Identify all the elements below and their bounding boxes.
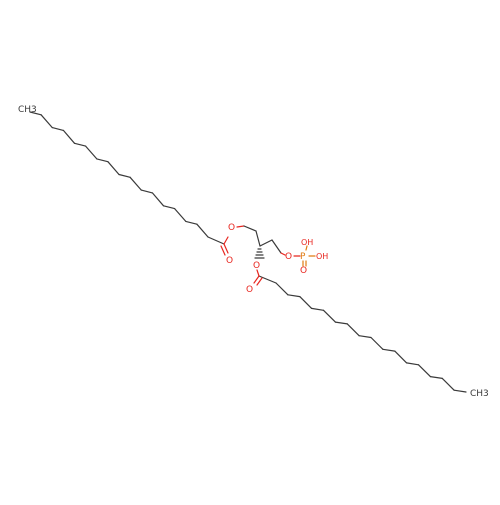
chain-bond — [287, 294, 301, 298]
ester2-ether-o-label: O — [253, 261, 260, 271]
bond-o1-ch2 — [236, 225, 245, 228]
chain-bond — [299, 296, 313, 309]
chain-bond — [29, 111, 42, 116]
glycerol-backbone — [207, 225, 316, 286]
chain-bond — [107, 161, 120, 176]
ester1-ether-o-label: O — [228, 223, 235, 233]
bond-carbonyl2-double-b — [256, 277, 263, 286]
bond-ch2-ch — [255, 230, 261, 247]
chain-bond — [322, 309, 336, 323]
phosphate-oh2-label: OH — [316, 252, 328, 261]
bond-carbonyl-double-o1a — [223, 243, 229, 254]
ester1-carbonyl-o-label: O — [226, 256, 233, 266]
chain-bond — [453, 389, 467, 393]
chain-bond — [174, 208, 187, 222]
chain-bond — [196, 223, 209, 238]
chain-bond — [185, 220, 198, 225]
phosphate-oh1-label: OH — [301, 238, 313, 247]
bond-carbonyl-double-o1b — [220, 245, 226, 256]
bond-ch2r-o — [280, 252, 286, 256]
lower-acyl-chain — [275, 282, 467, 393]
chain-bond — [73, 142, 87, 147]
bond-carbonyl2-double-a — [253, 275, 260, 284]
bond-o2-carbonyl — [256, 269, 260, 277]
phosphate-double-o-label: O — [300, 266, 307, 276]
bottom-methyl-label: CH3 — [470, 389, 489, 399]
phosphate-bridge-o-label: O — [285, 252, 292, 262]
chain-bond — [334, 321, 348, 325]
chain-bond — [96, 158, 109, 163]
chain-bond — [62, 129, 76, 144]
chain-bond — [358, 335, 372, 339]
chain-bond — [406, 362, 420, 366]
chain-bond — [394, 350, 408, 364]
bond-ch2r — [271, 239, 282, 254]
chain-bond — [370, 336, 384, 350]
atom-labels: CH3 CH3 O O O O O P OH OH O — [18, 105, 489, 399]
chain-bond — [429, 376, 443, 379]
chain-bond — [129, 176, 142, 191]
chain-bond — [140, 189, 153, 194]
ester2-carbonyl-o-label: O — [246, 285, 253, 295]
chain-bond — [118, 173, 131, 178]
chain-bond — [51, 126, 65, 131]
upper-acyl-chain — [29, 111, 209, 238]
stereo-hash-bond — [254, 248, 265, 259]
chain-bond — [441, 377, 455, 391]
chain-bond — [346, 323, 360, 337]
chain-bond — [311, 307, 325, 311]
top-methyl-label: CH3 — [18, 105, 37, 115]
chain-bond — [275, 282, 289, 296]
chain-bond — [151, 192, 165, 207]
bond-p-oh1 — [305, 245, 308, 251]
chain-bond — [84, 145, 98, 160]
chain-bond — [40, 114, 53, 129]
bond-chain1-carbonyl — [207, 236, 225, 245]
bond-ch-ch2r — [259, 239, 273, 247]
bond-carbonyl-ether-o1 — [223, 236, 229, 245]
bond-ch2-upper — [243, 225, 257, 232]
chain-bond — [382, 348, 396, 352]
chain-bond — [417, 364, 431, 378]
phosphorus-label: P — [300, 252, 306, 262]
bond-carbonyl2-chain — [258, 275, 277, 284]
chain-bond — [162, 205, 176, 210]
